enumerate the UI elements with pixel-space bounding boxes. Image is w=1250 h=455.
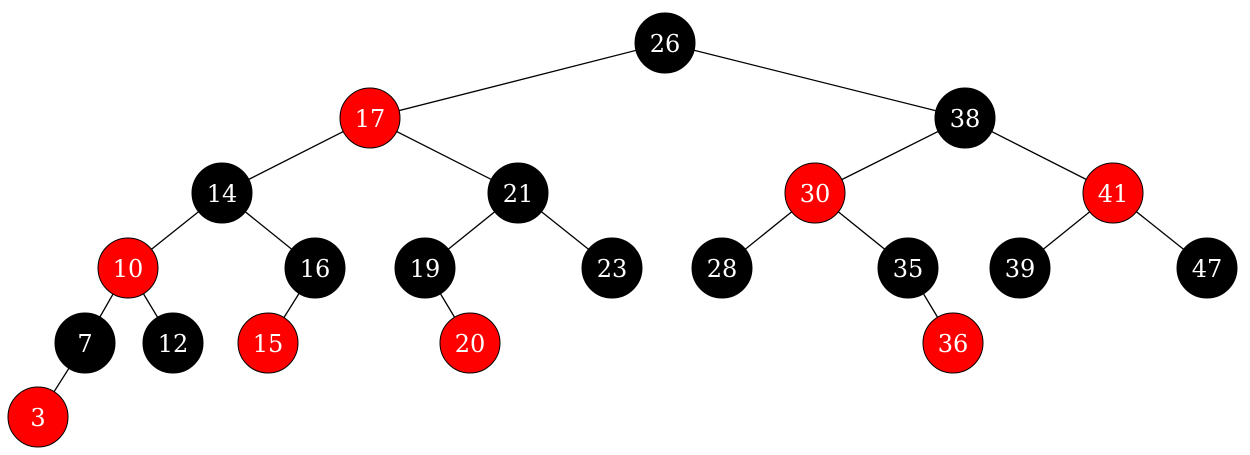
- tree-node-12: 12: [142, 312, 204, 374]
- node-key-label: 39: [1005, 255, 1036, 283]
- node-circle-28: [691, 237, 753, 299]
- tree-node-17: 17: [339, 87, 401, 149]
- tree-node-3: 3: [7, 386, 69, 448]
- node-circle-23: [581, 237, 643, 299]
- node-circle-20: [439, 312, 501, 374]
- tree-node-47: 47: [1176, 237, 1238, 299]
- node-key-label: 19: [410, 255, 441, 283]
- node-key-label: 47: [1192, 255, 1223, 283]
- tree-node-28: 28: [691, 237, 753, 299]
- tree-node-7: 7: [54, 312, 116, 374]
- node-circle-41: [1082, 162, 1144, 224]
- tree-node-39: 39: [989, 237, 1051, 299]
- tree-node-20: 20: [439, 312, 501, 374]
- node-key-label: 41: [1098, 180, 1129, 208]
- node-circle-12: [142, 312, 204, 374]
- node-circle-14: [191, 162, 253, 224]
- node-circle-7: [54, 312, 116, 374]
- tree-node-10: 10: [97, 237, 159, 299]
- node-key-label: 14: [207, 180, 238, 208]
- node-key-label: 16: [300, 255, 331, 283]
- node-circle-47: [1176, 237, 1238, 299]
- node-key-label: 26: [650, 30, 681, 58]
- node-key-label: 7: [77, 330, 92, 358]
- node-key-label: 20: [455, 330, 486, 358]
- tree-node-21: 21: [487, 162, 549, 224]
- node-circle-26: [634, 12, 696, 74]
- tree-node-14: 14: [191, 162, 253, 224]
- node-key-label: 38: [950, 105, 981, 133]
- node-circle-39: [989, 237, 1051, 299]
- node-circle-10: [97, 237, 159, 299]
- edge-n26-n38: [664, 42, 966, 119]
- node-circle-16: [284, 237, 346, 299]
- tree-node-35: 35: [877, 237, 939, 299]
- tree-node-19: 19: [394, 237, 456, 299]
- tree-node-26: 26: [634, 12, 696, 74]
- node-key-label: 3: [30, 404, 45, 432]
- node-circle-35: [877, 237, 939, 299]
- node-circle-38: [934, 87, 996, 149]
- node-key-label: 12: [158, 330, 189, 358]
- node-key-label: 35: [893, 255, 924, 283]
- node-key-label: 36: [938, 330, 969, 358]
- node-key-label: 17: [355, 105, 386, 133]
- node-key-label: 21: [503, 180, 534, 208]
- node-circle-3: [7, 386, 69, 448]
- tree-node-36: 36: [922, 312, 984, 374]
- tree-node-38: 38: [934, 87, 996, 149]
- tree-node-15: 15: [237, 312, 299, 374]
- tree-node-30: 30: [784, 162, 846, 224]
- node-key-label: 28: [707, 255, 738, 283]
- edge-n26-n17: [369, 42, 666, 119]
- node-circle-17: [339, 87, 401, 149]
- node-circle-15: [237, 312, 299, 374]
- node-key-label: 10: [113, 255, 144, 283]
- node-circle-36: [922, 312, 984, 374]
- tree-node-16: 16: [284, 237, 346, 299]
- node-circle-19: [394, 237, 456, 299]
- node-circle-21: [487, 162, 549, 224]
- nodes-layer: 26 17 38 14 21 30 41 10 16 19 23 28 35 39 47 7 12 15 20 36 3: [7, 12, 1238, 448]
- node-circle-30: [784, 162, 846, 224]
- node-key-label: 15: [253, 330, 284, 358]
- tree-node-41: 41: [1082, 162, 1144, 224]
- node-key-label: 30: [800, 180, 831, 208]
- tree-node-23: 23: [581, 237, 643, 299]
- node-key-label: 23: [597, 255, 628, 283]
